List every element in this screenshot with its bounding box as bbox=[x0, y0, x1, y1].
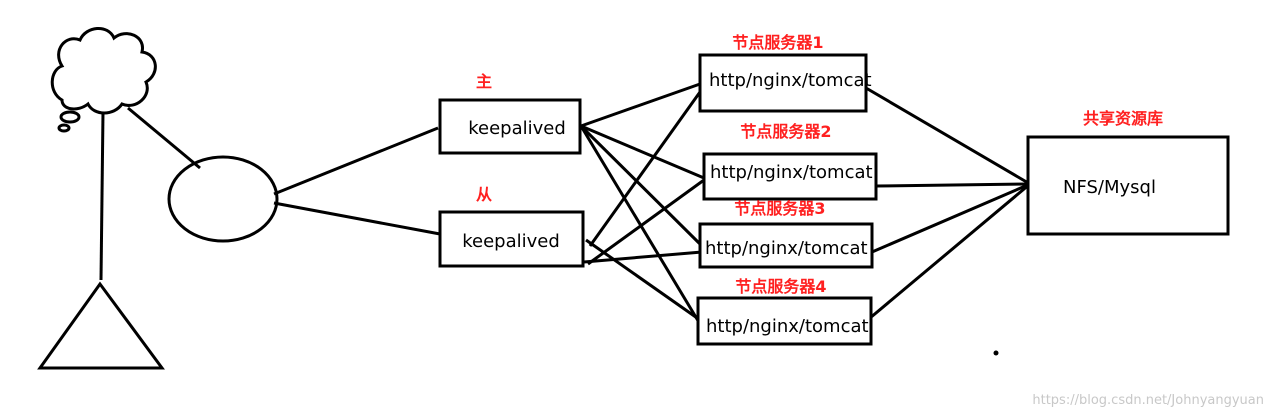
line-node2-storage bbox=[875, 182, 1031, 188]
thought-bubble-small bbox=[59, 110, 81, 124]
ellipse-vip-icon bbox=[167, 155, 279, 243]
line-master-node3 bbox=[579, 124, 702, 246]
shared-storage: NFS/Mysql bbox=[1026, 135, 1230, 236]
node-server-1: http/nginx/tomcat bbox=[698, 53, 872, 113]
node-server-1-label: http/nginx/tomcat bbox=[709, 70, 872, 91]
figure-legs bbox=[37, 281, 165, 370]
figure-body bbox=[99, 111, 105, 281]
line-backup-node4 bbox=[585, 238, 701, 322]
keepalived-backup-label: keepalived bbox=[462, 231, 560, 252]
line-node4-storage bbox=[869, 182, 1031, 320]
shared-storage-tag: 共享资源库 bbox=[1083, 109, 1163, 128]
connection-lines bbox=[127, 82, 1031, 325]
stick-figure-icon bbox=[37, 27, 165, 370]
line-master-node1 bbox=[580, 82, 701, 128]
node-server-3-tag: 节点服务器3 bbox=[734, 199, 825, 218]
node-server-2: http/nginx/tomcat bbox=[702, 152, 878, 201]
line-backup-node1 bbox=[588, 91, 702, 247]
node-server-3: http/nginx/tomcat bbox=[698, 222, 874, 269]
master-tag: 主 bbox=[476, 72, 492, 91]
thought-bubble-tiny bbox=[57, 123, 71, 133]
stray-dot bbox=[993, 350, 999, 356]
keepalived-master: keepalived bbox=[438, 98, 582, 155]
line-vip-to-master bbox=[273, 126, 439, 196]
node-server-2-tag: 节点服务器2 bbox=[740, 122, 831, 141]
node-server-4: http/nginx/tomcat bbox=[696, 296, 873, 346]
line-node1-storage bbox=[865, 86, 1031, 186]
watermark-text: https://blog.csdn.net/Johnyangyuan bbox=[1032, 393, 1264, 408]
line-vip-to-backup bbox=[273, 201, 441, 236]
node-server-4-label: http/nginx/tomcat bbox=[706, 316, 869, 337]
shared-storage-label: NFS/Mysql bbox=[1063, 177, 1156, 198]
node-server-2-label: http/nginx/tomcat bbox=[710, 162, 873, 183]
line-node3-storage bbox=[871, 182, 1031, 254]
keepalived-master-label: keepalived bbox=[468, 118, 566, 139]
keepalived-backup: keepalived bbox=[438, 210, 585, 268]
backup-tag: 从 bbox=[476, 185, 492, 204]
node-server-1-tag: 节点服务器1 bbox=[732, 33, 823, 52]
node-server-3-label: http/nginx/tomcat bbox=[705, 238, 868, 259]
line-cloud-to-vip bbox=[127, 106, 201, 170]
line-backup-node2 bbox=[587, 178, 705, 266]
thought-cloud-icon bbox=[50, 27, 157, 115]
line-master-node2 bbox=[580, 124, 705, 180]
line-backup-node3 bbox=[583, 250, 703, 264]
node-server-4-tag: 节点服务器4 bbox=[735, 277, 826, 296]
